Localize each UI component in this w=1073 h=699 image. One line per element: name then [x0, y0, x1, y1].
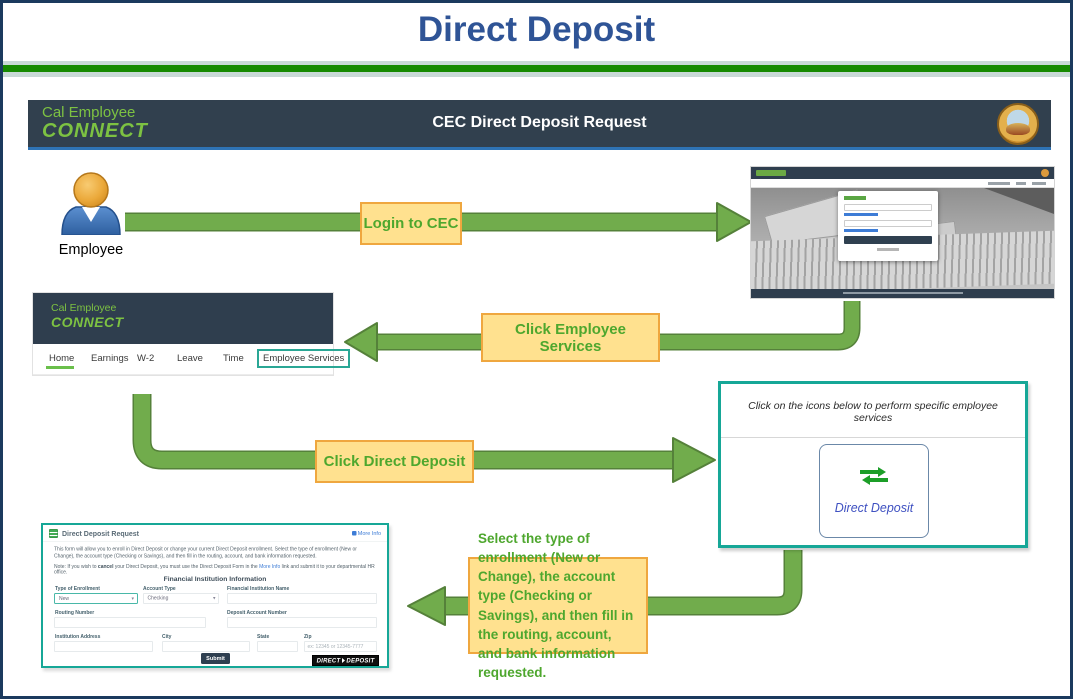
label-deposit-account-number: Deposit Account Number [227, 610, 287, 616]
note-more-info-link[interactable]: More Info [259, 564, 281, 570]
form-intro-text: This form will allow you to enroll in Di… [54, 546, 357, 559]
form-note-text: Note: If you wish to cancel your Direct … [54, 564, 377, 575]
state-input[interactable] [257, 641, 298, 652]
login-cancel-link[interactable] [877, 248, 899, 251]
login-logo-mark [756, 170, 786, 176]
cec-logo-line1: Cal Employee [42, 104, 136, 121]
tab-w2[interactable]: W-2 [137, 353, 155, 364]
title-divider [3, 61, 1070, 77]
financial-institution-name-input[interactable] [227, 593, 377, 604]
services-instruction: Click on the icons below to perform spec… [748, 400, 998, 424]
type-of-enrollment-value: New [59, 596, 70, 602]
form-title: Direct Deposit Request [62, 529, 140, 538]
login-username-field[interactable] [844, 204, 932, 211]
cec-header-bar: Cal Employee CONNECT CEC Direct Deposit … [28, 100, 1051, 150]
form-calendar-icon [49, 529, 58, 538]
note-suffix: link and submit it to your departmental … [54, 564, 375, 575]
cec-nav-screenshot: Cal Employee CONNECT Home Earnings W-2 L… [33, 293, 351, 375]
account-type-select[interactable]: Checking [143, 593, 219, 604]
title-divider-stripe [3, 65, 1070, 72]
arrow-click-employee-services [344, 301, 861, 362]
info-icon [351, 531, 357, 536]
subnav-item [1016, 182, 1026, 185]
nav-header-bar: Cal Employee CONNECT [33, 293, 333, 344]
subnav-item [1032, 182, 1046, 185]
subnav-item [988, 182, 1010, 185]
note-prefix: Note: If you wish to [54, 564, 98, 570]
label-routing-number: Routing Number [55, 610, 95, 616]
login-modal-title-bar [844, 196, 866, 200]
nav-logo-line1: Cal Employee [51, 302, 117, 314]
photo-shape [984, 188, 1054, 214]
login-header-bar [751, 167, 1054, 179]
person-icon [61, 172, 121, 236]
label-financial-institution-name: Financial Institution Name [227, 586, 290, 592]
note-mid: your Direct Deposit, you must use the Di… [113, 564, 260, 570]
login-modal [838, 191, 938, 261]
page-title: Direct Deposit [417, 10, 656, 49]
note-cancel-word: cancel [97, 564, 114, 570]
nav-logo-line2: CONNECT [51, 313, 124, 330]
employee-services-panel: Click on the icons below to perform spec… [718, 381, 1028, 548]
step-label-employee-services: Click Employee Services [481, 313, 660, 362]
step-label-enrollment-instructions: Select the type of enrollment (New or Ch… [468, 531, 648, 680]
employee-label: Employee [58, 242, 124, 258]
tab-time[interactable]: Time [223, 353, 244, 364]
state-seal-icon [997, 103, 1039, 145]
label-city: City [162, 634, 172, 640]
arrow-fill-form [407, 550, 803, 626]
header-title: CEC Direct Deposit Request [432, 114, 647, 131]
direct-deposit-card-label: Direct Deposit [834, 501, 914, 515]
deposit-account-number-input[interactable] [227, 617, 377, 628]
employee-figure: Employee [53, 169, 129, 258]
cec-login-screenshot [751, 167, 1054, 298]
direct-deposit-logo: DIRECT DEPOSIT [312, 655, 379, 666]
direct-deposit-card[interactable]: Direct Deposit [819, 444, 929, 538]
login-footer-bar [751, 289, 1054, 298]
label-institution-address: Institution Address [55, 634, 101, 640]
arrow-click-direct-deposit [132, 394, 716, 483]
transfer-arrows-icon [860, 467, 888, 485]
login-button[interactable] [844, 236, 932, 244]
services-divider [721, 437, 1025, 438]
tab-home[interactable]: Home [49, 353, 75, 364]
form-section-title: Financial Institution Information [163, 575, 267, 583]
form-header: Direct Deposit Request More Info [43, 525, 387, 542]
tab-earnings[interactable]: Earnings [91, 353, 129, 364]
logo-word-deposit: DEPOSIT [346, 657, 375, 664]
active-tab-underline [46, 366, 74, 369]
label-account-type: Account Type [143, 586, 176, 592]
step-label-login: Login to CEC [360, 202, 462, 245]
city-input[interactable] [162, 641, 250, 652]
account-type-value: Checking [147, 595, 169, 602]
cec-logo: Cal Employee CONNECT [42, 105, 148, 141]
label-zip: Zip [304, 634, 312, 640]
submit-button[interactable]: Submit [201, 653, 230, 664]
login-link[interactable] [844, 229, 878, 232]
institution-address-input[interactable] [54, 641, 153, 652]
routing-number-input[interactable] [54, 617, 206, 628]
step-label-direct-deposit: Click Direct Deposit [315, 440, 474, 483]
login-password-field[interactable] [844, 220, 932, 227]
login-link[interactable] [844, 213, 878, 216]
more-info-label: More Info [357, 530, 381, 537]
label-type-of-enrollment: Type of Enrollment [55, 586, 100, 592]
logo-arrow-icon [341, 658, 345, 663]
cec-logo-line2: CONNECT [42, 120, 148, 142]
direct-deposit-form-screenshot: Direct Deposit Request More Info This fo… [41, 523, 389, 668]
tab-leave[interactable]: Leave [177, 353, 203, 364]
zip-input[interactable] [304, 641, 377, 652]
logo-word-direct: DIRECT [316, 657, 341, 664]
login-seal-icon [1041, 169, 1049, 177]
login-subnav [751, 179, 1054, 188]
label-state: State [257, 634, 270, 640]
nav-tab-bar: Home Earnings W-2 Leave Time Employee Se… [33, 344, 351, 375]
nav-logo: Cal Employee CONNECT [51, 303, 124, 329]
more-info-link[interactable]: More Info [351, 530, 381, 537]
type-of-enrollment-select[interactable]: New [54, 593, 138, 604]
tab-employee-services[interactable]: Employee Services [257, 349, 351, 368]
